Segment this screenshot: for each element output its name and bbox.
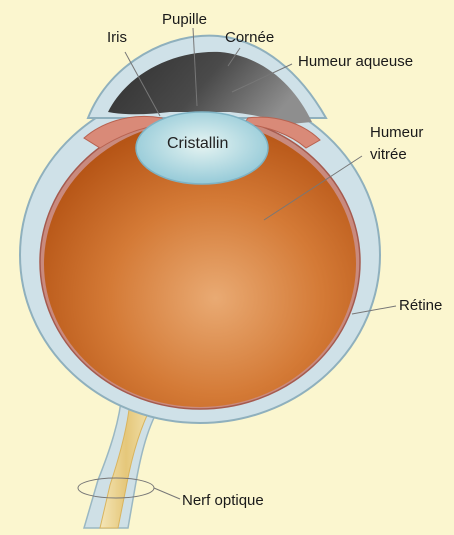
label-cristallin: Cristallin (167, 135, 228, 152)
label-cornee: Cornée (225, 29, 274, 46)
label-humeur-vitree-line1: Humeur (370, 124, 423, 141)
label-retine: Rétine (399, 297, 442, 314)
label-pupille: Pupille (162, 11, 207, 28)
label-iris: Iris (107, 29, 127, 46)
label-nerf-optique: Nerf optique (182, 492, 264, 509)
label-humeur-vitree-line2: vitrée (370, 146, 407, 163)
label-humeur-aqueuse: Humeur aqueuse (298, 53, 413, 70)
